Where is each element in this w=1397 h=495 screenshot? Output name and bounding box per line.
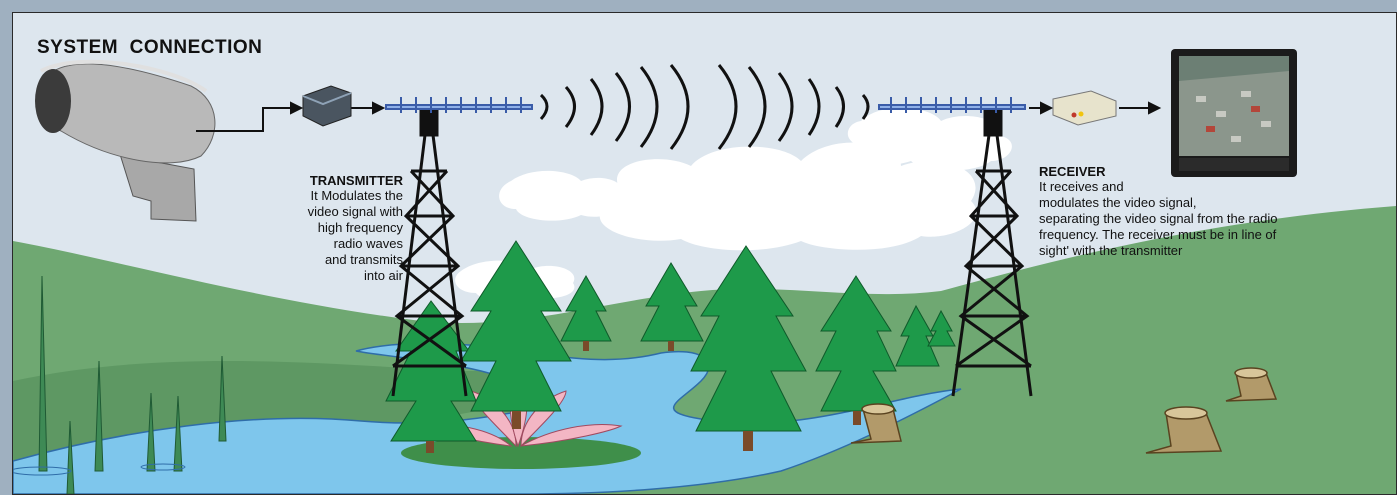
transmitter-description: TRANSMITTER It Modulates the video signa… [263,173,403,284]
receiver-text-line: frequency. The receiver must be in line … [1039,227,1339,243]
transmitter-text-line: high frequency [263,220,403,236]
receiver-heading: RECEIVER [1039,164,1339,179]
receiver-description: RECEIVER It receives and modulates the v… [1039,164,1339,259]
receiver-text-line: It receives and [1039,179,1339,195]
transmitter-heading: TRANSMITTER [263,173,403,188]
monitor-icon [1171,49,1297,177]
transmitter-text-line: video signal with [263,204,403,220]
transmitter-text-line: radio waves [263,236,403,252]
diagram-frame: SYSTEM CONNECTION TRANSMITTER It Modulat… [12,12,1397,495]
receiver-text-line: sight' with the transmitter [1039,243,1339,259]
transmitter-text-line: into air [263,268,403,284]
transmitter-text-line: It Modulates the [263,188,403,204]
receiver-text-line: modulates the video signal, [1039,195,1339,211]
diagram-title: SYSTEM CONNECTION [37,37,262,59]
transmitter-text-line: and transmits [263,252,403,268]
receiver-text-line: separating the video signal from the rad… [1039,211,1339,227]
